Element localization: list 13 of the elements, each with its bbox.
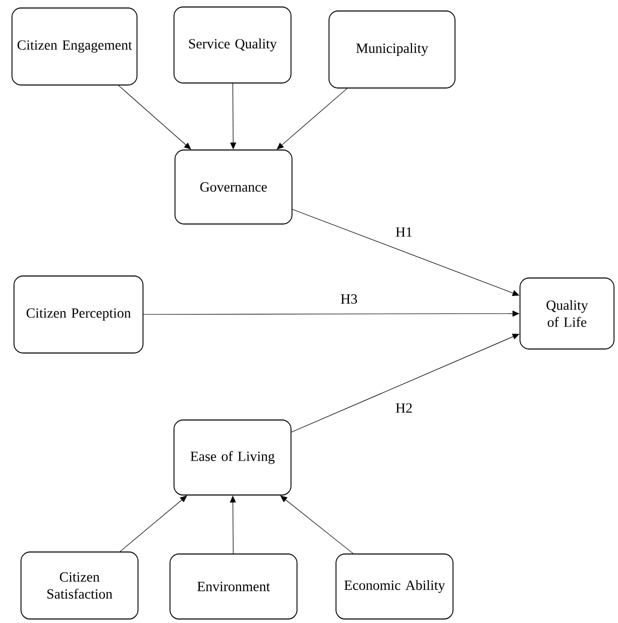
edge-label: H3 [339,293,359,305]
concept-box: Citizen Perception [14,276,144,354]
edge-label: H1 [394,226,414,238]
edge-label: H2 [394,402,414,414]
concept-box: Quality of Life [520,278,614,350]
concept-box: Ease of Living [174,420,292,496]
concept-box: Service Quality [174,6,292,84]
concept-box: Citizen Satisfaction [20,552,138,620]
concept-box: Governance [174,150,292,224]
concept-box: Environment [170,554,298,620]
concept-box: Citizen Engagement [12,8,138,86]
concept-box: Economic Ability [336,554,454,620]
concept-box: Municipality [328,10,456,88]
